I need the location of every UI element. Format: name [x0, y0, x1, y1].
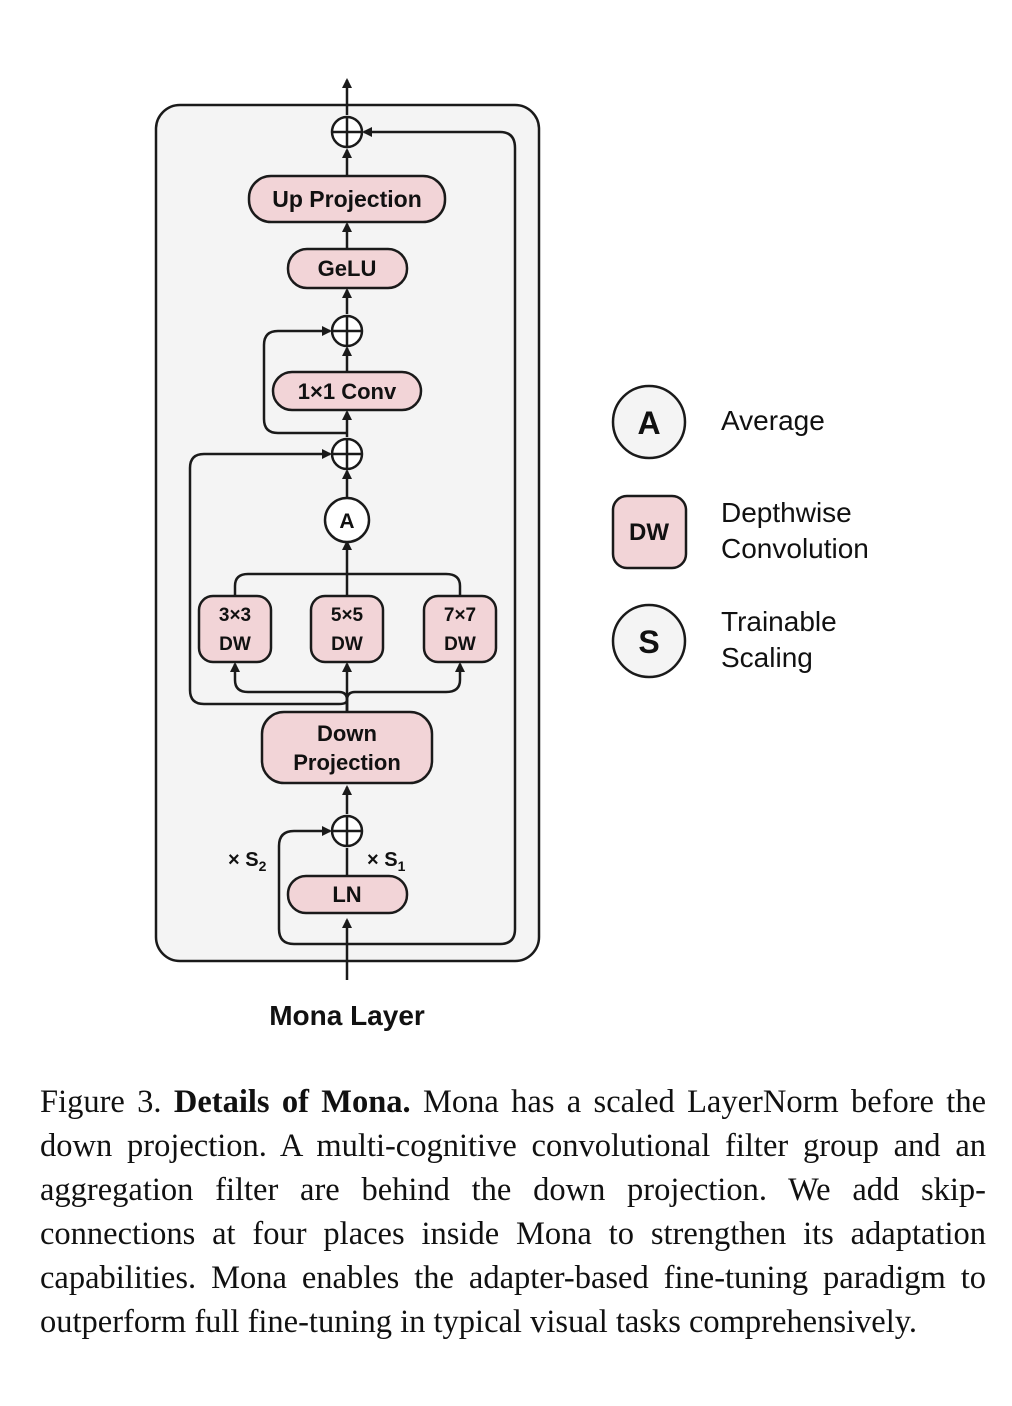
diagram-title: Mona Layer	[269, 1000, 425, 1031]
ln-node: LN	[286, 874, 409, 915]
up-projection-label: Up Projection	[272, 186, 422, 212]
average-node: A	[323, 496, 371, 544]
dw3x3-node: 3×3 DW	[197, 594, 273, 664]
caption-figure-label: Figure 3.	[40, 1084, 162, 1120]
mona-diagram: Up Projection GeLU 1×1 Conv A 3×3 DW 5×5…	[154, 78, 869, 1031]
add-node-bottom	[330, 814, 364, 848]
legend-dw-label-line1: Depthwise	[721, 497, 852, 528]
caption-body: Mona has a scaled LayerNorm before the d…	[40, 1084, 987, 1340]
legend-item-depthwise: DW Depthwise Convolution	[611, 494, 869, 570]
average-node-label: A	[339, 510, 354, 533]
legend-average-label: Average	[721, 405, 825, 436]
down-projection-label-line1: Down	[317, 721, 377, 746]
conv1x1-node: 1×1 Conv	[271, 370, 423, 412]
legend-item-scaling: S Trainable Scaling	[611, 603, 837, 679]
gelu-label: GeLU	[318, 256, 377, 281]
add-node-conv-skip	[330, 314, 364, 348]
dw7x7-node: 7×7 DW	[422, 594, 498, 664]
caption-bold-title: Details of Mona.	[173, 1084, 411, 1120]
legend-average-symbol: A	[637, 405, 660, 441]
scale-s2-label: × S2	[228, 849, 267, 874]
gelu-node: GeLU	[286, 247, 409, 290]
legend-dw-symbol: DW	[629, 519, 669, 546]
ln-label: LN	[332, 882, 361, 907]
figure-caption: Figure 3. Details of Mona. Mona has a sc…	[40, 1080, 986, 1344]
up-projection-node: Up Projection	[247, 174, 447, 224]
dw3x3-type-label: DW	[219, 634, 251, 655]
connectors	[188, 78, 517, 980]
scale-s1-label: × S1	[367, 849, 406, 874]
down-projection-node: Down Projection	[260, 710, 434, 785]
dw3x3-kernel-label: 3×3	[219, 605, 251, 626]
legend: A Average DW Depthwise Convolution S Tra…	[611, 384, 869, 679]
dw5x5-type-label: DW	[331, 634, 363, 655]
legend-item-average: A Average	[611, 384, 825, 460]
add-node-top	[330, 115, 364, 149]
dw5x5-node: 5×5 DW	[309, 594, 385, 664]
dw5x5-kernel-label: 5×5	[331, 605, 364, 626]
legend-dw-label-line2: Convolution	[721, 533, 869, 564]
dw7x7-type-label: DW	[444, 634, 476, 655]
legend-scaling-label-line1: Trainable	[721, 606, 837, 637]
conv1x1-label: 1×1 Conv	[298, 379, 397, 404]
legend-scaling-symbol: S	[638, 624, 659, 660]
dw7x7-kernel-label: 7×7	[444, 605, 476, 626]
add-node-middle	[330, 437, 364, 471]
legend-scaling-label-line2: Scaling	[721, 642, 813, 673]
down-projection-label-line2: Projection	[293, 750, 401, 775]
